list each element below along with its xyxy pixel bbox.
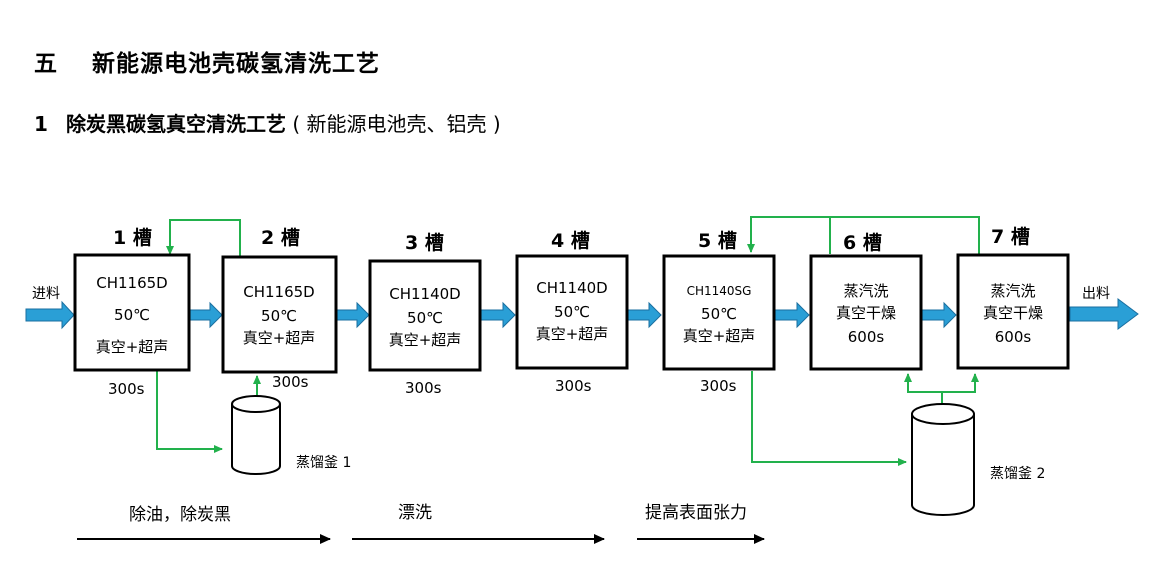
tank-mode: 真空+超声 bbox=[683, 327, 756, 345]
tank-4-box bbox=[515, 254, 629, 370]
tank-5-box bbox=[662, 254, 776, 371]
tank-temperature: 50℃ bbox=[407, 309, 443, 327]
tank-solvent: CH1165D bbox=[96, 274, 167, 292]
still-2-icon bbox=[911, 403, 975, 516]
tank-mode: 真空+超声 bbox=[243, 329, 316, 347]
section-title: 新能源电池壳碳氢清洗工艺 bbox=[92, 51, 380, 77]
tank-solvent: CH1140D bbox=[536, 279, 607, 297]
still-label: 蒸馏釜 2 bbox=[990, 466, 1045, 482]
line-tank1-to-still1 bbox=[156, 371, 223, 453]
overflow-line-2-to-1 bbox=[166, 219, 241, 256]
subsection-title: 除炭黑碳氢真空清洗工艺 bbox=[66, 112, 286, 136]
tank-time: 300s bbox=[405, 379, 442, 397]
subsection-number: 1 bbox=[34, 112, 48, 136]
flow-arrow bbox=[189, 301, 223, 329]
line-tank5-to-still2 bbox=[751, 371, 907, 466]
tank-2-box bbox=[221, 255, 338, 374]
section-number: 五 bbox=[34, 51, 58, 77]
flow-arrow bbox=[921, 301, 957, 329]
tank-solvent: CH1165D bbox=[243, 283, 314, 301]
tank-label: 7 槽 bbox=[991, 225, 1030, 248]
tank-time: 300s bbox=[108, 380, 145, 398]
tank-label: 5 槽 bbox=[698, 229, 737, 252]
tank-mode: 真空+超声 bbox=[96, 338, 169, 356]
input-arrow bbox=[25, 300, 75, 330]
tank-solvent: CH1140SG bbox=[687, 284, 752, 298]
flow-arrow bbox=[480, 301, 516, 329]
tank-temperature: 50℃ bbox=[261, 307, 297, 325]
tank-6-box bbox=[809, 254, 923, 371]
subsection-note: ( 新能源电池壳、铝壳 ) bbox=[292, 112, 501, 136]
tank-process: 蒸汽洗 bbox=[990, 282, 1035, 300]
tank-label: 4 槽 bbox=[551, 229, 590, 252]
tank-1-box bbox=[73, 253, 191, 372]
tank-time: 600s bbox=[848, 328, 885, 346]
subsection-heading: 1 除炭黑碳氢真空清洗工艺 ( 新能源电池壳、铝壳 ) bbox=[34, 108, 501, 137]
tank-temperature: 50℃ bbox=[114, 306, 150, 324]
tank-label: 2 槽 bbox=[261, 226, 300, 249]
tank-label: 6 槽 bbox=[843, 231, 882, 254]
tank-7-box bbox=[956, 253, 1070, 370]
tank-mode: 真空干燥 bbox=[983, 304, 1043, 322]
tank-mode: 真空干燥 bbox=[836, 304, 896, 322]
tank-3-box bbox=[368, 259, 482, 372]
tank-mode: 真空+超声 bbox=[536, 325, 609, 343]
flow-arrow bbox=[336, 301, 370, 329]
tank-label: 1 槽 bbox=[113, 226, 152, 249]
output-arrow bbox=[1069, 298, 1139, 330]
tank-temperature: 50℃ bbox=[554, 303, 590, 321]
still-label: 蒸馏釜 1 bbox=[296, 455, 351, 471]
tank-solvent: CH1140D bbox=[389, 285, 460, 303]
tank-time: 300s bbox=[272, 373, 309, 391]
flow-arrow bbox=[774, 301, 810, 329]
output-label: 出料 bbox=[1082, 286, 1110, 302]
still-1-icon bbox=[231, 395, 281, 475]
line-still2-to-tank6 bbox=[904, 373, 943, 404]
stage-label: 除油，除炭黑 bbox=[129, 505, 231, 525]
tank-time: 600s bbox=[995, 328, 1032, 346]
tank-temperature: 50℃ bbox=[701, 305, 737, 323]
flow-arrow bbox=[627, 301, 662, 329]
section-heading: 五 新能源电池壳碳氢清洗工艺 bbox=[34, 44, 380, 78]
overflow-line-6-7-to-5 bbox=[747, 216, 980, 254]
tank-time: 300s bbox=[700, 377, 737, 395]
stage-label: 漂洗 bbox=[398, 503, 432, 523]
line-still2-to-tank7 bbox=[942, 373, 979, 393]
tank-process: 蒸汽洗 bbox=[843, 282, 888, 300]
tank-label: 3 槽 bbox=[405, 231, 444, 254]
tank-mode: 真空+超声 bbox=[389, 331, 462, 349]
stage-label: 提高表面张力 bbox=[645, 503, 747, 523]
tank-time: 300s bbox=[555, 377, 592, 395]
input-label: 进料 bbox=[32, 286, 60, 302]
